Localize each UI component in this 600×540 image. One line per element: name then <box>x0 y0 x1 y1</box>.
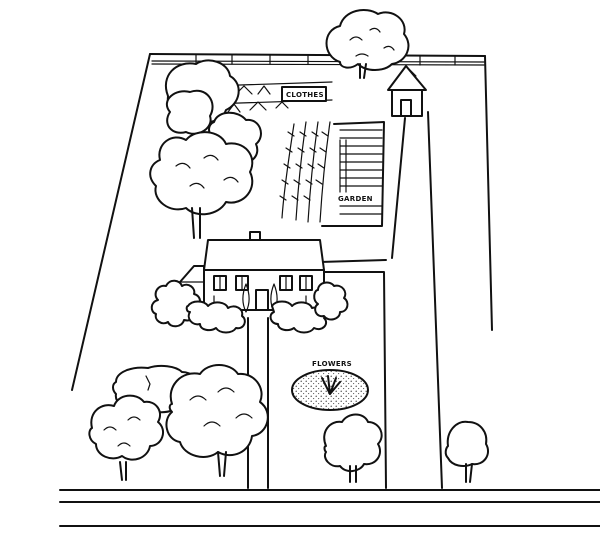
road <box>60 490 600 526</box>
shed <box>388 66 426 116</box>
tree-front-center-right <box>324 415 381 483</box>
property-lines <box>72 54 492 390</box>
tree-top-center <box>327 10 409 78</box>
tree-front-far-right <box>446 422 488 482</box>
flower-bed: FLOWERS <box>292 360 368 410</box>
garden-label: GARDEN <box>338 195 373 203</box>
side-drive <box>392 112 442 488</box>
clothes-label: CLOTHES <box>286 91 324 99</box>
house <box>180 232 324 312</box>
flowers-label: FLOWERS <box>312 360 352 368</box>
tree-front-left-large <box>166 365 267 476</box>
tree-front-left-small <box>89 396 163 480</box>
vegetable-garden: GARDEN <box>280 122 384 226</box>
